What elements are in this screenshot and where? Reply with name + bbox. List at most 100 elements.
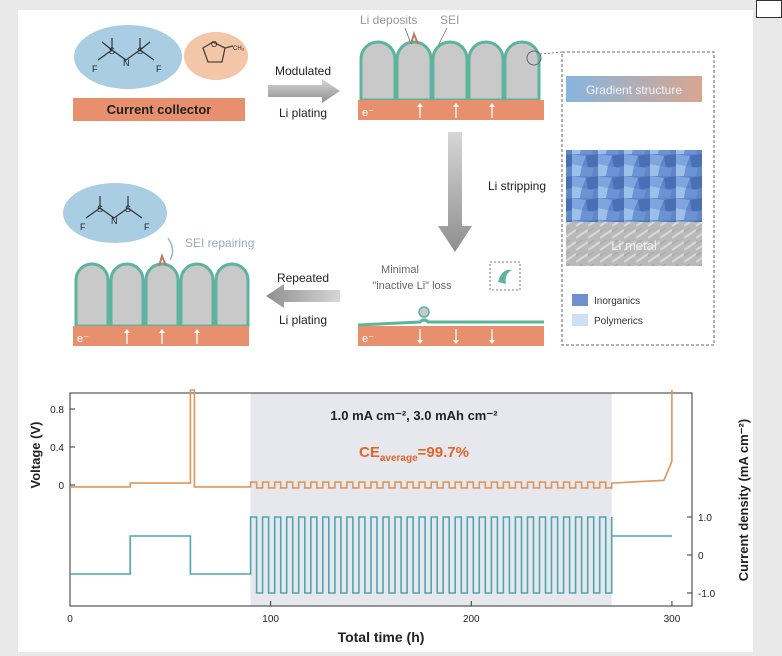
ch3-label: CH₃ [233, 46, 245, 52]
li-deposits-top [359, 30, 541, 102]
inactive-li-fragment [418, 306, 430, 318]
substrate-top [358, 100, 544, 120]
fsi-anion-bubble [63, 183, 167, 243]
substrate-middle [358, 326, 544, 346]
inorganic-layer [566, 150, 702, 222]
up-arrow-head [124, 329, 130, 333]
electron-flow-arrows-bottom [124, 329, 200, 344]
gradient-structure-label: Gradient structure [586, 83, 682, 97]
electron-flow-arrows-top [417, 103, 495, 118]
li-plating-label-2: Li plating [279, 313, 327, 327]
voltage-tick-label: 0.4 [50, 443, 64, 454]
repair-arrow [167, 237, 174, 261]
fsi-anion-bubble [74, 25, 182, 89]
li-deposit [144, 252, 180, 328]
atom-o-label: O [211, 40, 217, 49]
current-tick-label: 0 [698, 551, 704, 562]
electron-label: e⁻ [362, 107, 374, 119]
current-tick-label: 1.0 [698, 513, 712, 524]
atom-n-label: N [123, 58, 130, 68]
down-arrow-head [489, 340, 495, 344]
up-arrow-head [417, 103, 423, 107]
voltage-axis-ticks: 0 0.4 0.8 [50, 405, 75, 492]
arrow-li-stripping [438, 132, 472, 252]
electron-label: e⁻ [77, 333, 89, 345]
gradient-structure-bar [566, 76, 702, 102]
li-deposit [214, 262, 250, 328]
current-axis-label: Current density (mA cm⁻²) [736, 419, 751, 581]
zoom-inset-box [489, 261, 521, 291]
inactive-li-loss-label: "inactive Li" loss [372, 280, 452, 292]
atom-f-label: F [156, 64, 162, 74]
modulated-label: Modulated [275, 64, 331, 78]
current-axis-ticks: 1.0 0 -1.0 [687, 513, 716, 600]
ce-prefix: CE [359, 444, 380, 461]
electron-label: e⁻ [362, 333, 374, 345]
current-collector-label: Current collector [107, 102, 212, 117]
thf-molecule-bubble [184, 32, 248, 80]
atom-n-label: N [111, 216, 118, 226]
atom-s-label: S [97, 204, 103, 214]
down-arrow-head [453, 340, 459, 344]
plot-frame [69, 392, 693, 607]
test-condition-annotation: 1.0 mA cm⁻², 3.0 mAh cm⁻² [330, 408, 498, 423]
chart: 1.0 mA cm⁻², 3.0 mAh cm⁻² CEaverage=99.7… [28, 389, 751, 645]
minimal-label: Minimal [381, 264, 419, 276]
up-arrow-head [159, 329, 165, 333]
expand-corner-button[interactable] [756, 0, 782, 18]
atom-f-label: F [92, 64, 98, 74]
substrate-bottom [73, 326, 249, 346]
current-series-line [70, 516, 672, 594]
atom-f-label: F [144, 222, 150, 232]
li-deposit [467, 40, 505, 102]
electron-flow-arrows-middle [417, 329, 495, 344]
ce-subscript: average [380, 453, 418, 464]
zoom-circle [526, 50, 542, 66]
voltage-axis-label: Voltage (V) [28, 422, 43, 489]
sei-label: SEI [440, 13, 459, 27]
voltage-tick-label: 0 [58, 481, 64, 492]
polymerics-legend-label: Polymerics [594, 316, 643, 327]
voltage-series-line [70, 389, 673, 489]
x-axis-ticks: 0 100 200 300 [67, 601, 681, 625]
x-tick-label: 0 [67, 614, 73, 625]
atom-s-label: S [137, 46, 143, 56]
li-deposit [395, 30, 433, 102]
current-tick-label: -1.0 [698, 589, 716, 600]
up-arrow-head [453, 103, 459, 107]
li-metal-layer [566, 222, 702, 266]
li-deposit [179, 262, 215, 328]
arrow-repeated-plating [266, 284, 340, 308]
li-deposit [359, 40, 397, 102]
li-metal-label: Li metal [611, 238, 657, 253]
atom-f-label: F [80, 222, 86, 232]
electrolyte-molecules-repair: S N S F F [63, 183, 167, 243]
ce-average-annotation: CEaverage=99.7% [359, 444, 469, 464]
up-arrow-head [194, 329, 200, 333]
atom-s-label: S [109, 46, 115, 56]
voltage-tick-label: 0.8 [50, 405, 64, 416]
li-deposit [503, 40, 541, 102]
li-deposits-label: Li deposits [360, 13, 417, 27]
electrolyte-molecules-top: S N S F F O CH₃ [74, 25, 248, 89]
down-arrow-head [417, 340, 423, 344]
current-collector [73, 98, 245, 121]
ce-value: =99.7% [418, 444, 469, 461]
li-deposits-repaired [74, 252, 250, 328]
x-tick-label: 100 [262, 614, 279, 625]
inorganics-legend-swatch [572, 294, 588, 306]
x-tick-label: 300 [664, 614, 681, 625]
x-tick-label: 200 [463, 614, 480, 625]
x-axis-label: Total time (h) [338, 629, 425, 645]
sei-film [357, 318, 544, 327]
li-deposit [74, 262, 110, 328]
up-arrow-head [489, 103, 495, 107]
polymerics-legend-swatch [572, 314, 588, 326]
sei-repairing-label: SEI repairing [185, 236, 254, 250]
li-stripping-label: Li stripping [488, 179, 546, 193]
li-deposit [431, 40, 469, 102]
repeated-label: Repeated [277, 271, 329, 285]
gradient-inset-box [561, 51, 715, 346]
li-deposit [109, 262, 145, 328]
